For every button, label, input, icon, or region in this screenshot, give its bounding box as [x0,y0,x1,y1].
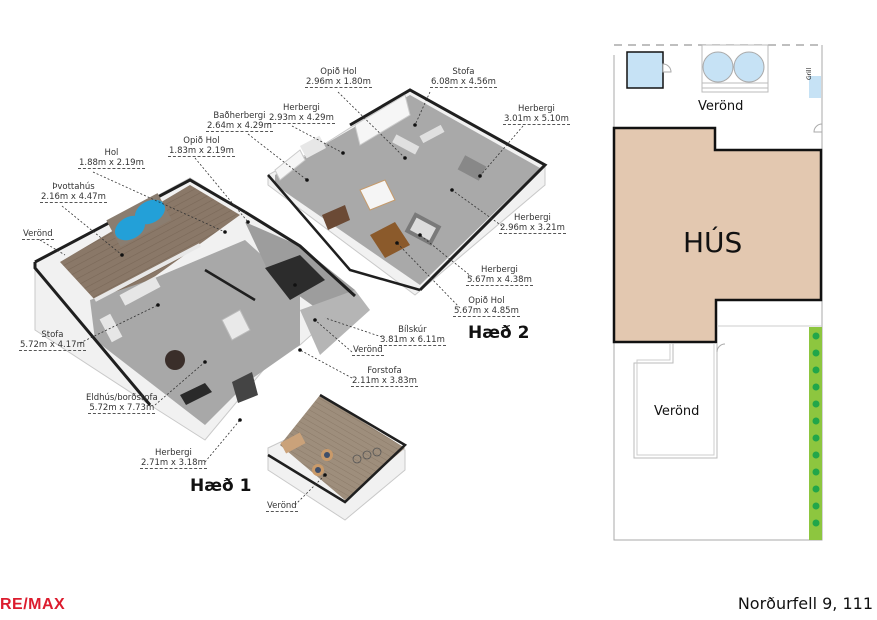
floor2-model [267,88,548,296]
site-top-terrace-label: Verönd [698,99,744,114]
room-label-forstofa: Forstofa 2.11m x 3.83m [351,366,418,387]
grill-label: Grill [806,67,813,80]
room-label-stofa-2: Stofa 6.08m x 4.56m [430,67,497,88]
room-label-verond-1: Verönd [22,229,54,240]
room-label-bilskur: Bílskúr 3.81m x 6.11m [379,325,446,346]
floor2-title: Hæð 2 [468,323,530,343]
room-label-opid-hol-1: Opið Hol 1.83m x 2.19m [168,136,235,157]
room-label-eldhus: Eldhús/borðstofa 5.72m x 7.73m [86,393,158,414]
site-plan [612,44,823,541]
room-label-hol: Hol 1.88m x 2.19m [78,148,145,169]
room-label-opid-hol-2: Opið Hol 2.96m x 1.80m [305,67,372,88]
room-label-verond-2: Verönd [352,345,384,356]
room-label-thvottahus: Þvottahús 2.16m x 4.47m [40,182,107,203]
house-label: HÚS [683,226,743,259]
room-label-verond-3: Verönd [266,501,298,512]
room-label-stofa-1: Stofa 5.72m x 4.17m [19,330,86,351]
room-markers [120,123,482,477]
property-address: Norðurfell 9, 111 [737,594,873,613]
leader-lines [39,91,524,506]
room-label-herbergi-2c: Herbergi 2.96m x 3.21m [499,213,566,234]
remax-logo: RE/MAX [0,596,66,613]
floor1-title: Hæð 1 [190,476,252,496]
room-label-herbergi-1: Herbergi 2.71m x 3.18m [140,448,207,469]
floor1-model [33,177,370,441]
room-label-opid-hol-3: Opið Hol 5.67m x 4.85m [453,296,520,317]
hedge-trees [812,332,820,527]
room-label-herbergi-2d: Herbergi 5.67m x 4.38m [466,265,533,286]
room-label-badherbergi: Baðherbergi 2.64m x 4.29m [206,111,273,132]
room-label-herbergi-2b: Herbergi 3.01m x 5.10m [503,104,570,125]
floor-plans-3d [33,88,548,521]
room-label-herbergi-2a: Herbergi 2.93m x 4.29m [268,103,335,124]
floor1-patio-model [267,393,408,521]
site-bottom-terrace-label: Verönd [654,404,700,419]
